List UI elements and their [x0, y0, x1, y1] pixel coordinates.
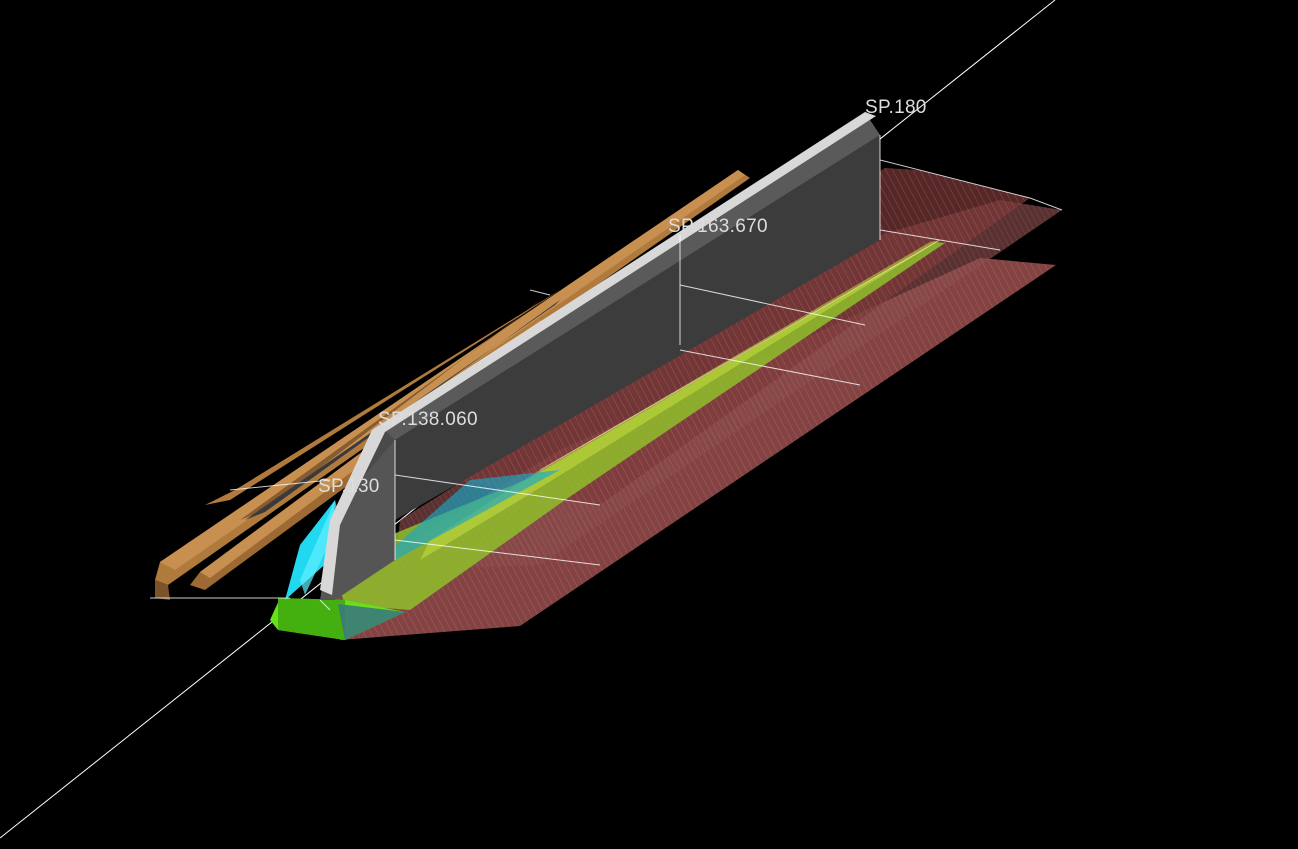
station-label-sp163: SP.163.670: [668, 216, 768, 237]
water-fill: [285, 500, 335, 600]
station-label-sp138: SP.138.060: [378, 409, 478, 430]
wireframe-lines: [150, 135, 1063, 611]
station-label-sp130: SP.130: [318, 476, 380, 497]
station-label-sp180: SP.180: [865, 97, 927, 118]
